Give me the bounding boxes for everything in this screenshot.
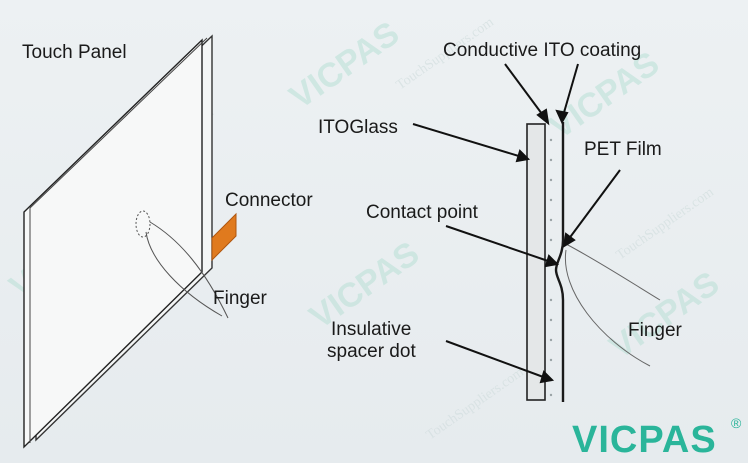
pet-film-label: PET Film (584, 139, 662, 160)
panel-front-sheet (23, 38, 203, 449)
contact-point-label: Contact point (366, 202, 479, 223)
finger-outline (145, 231, 223, 317)
ito-glass-layer (526, 123, 546, 401)
ito-glass-label: ITOGlass (318, 117, 398, 138)
touch-panel-label: Touch Panel (22, 42, 127, 63)
finger-outline (149, 221, 229, 319)
insulative-label-line2: spacer dot (327, 341, 416, 362)
pet-film-layer (554, 122, 565, 402)
finger-outline-right (564, 249, 651, 367)
brand-logo: VICPAS (572, 419, 717, 461)
watermark-url: TouchSuppliers.com (424, 365, 527, 443)
watermark-text: VICPAS (283, 14, 406, 116)
spacer-dots (549, 138, 553, 397)
touch-point (135, 210, 151, 238)
conductive-ito-label: Conductive ITO coating (443, 40, 641, 61)
finger-label-left: Finger (213, 288, 268, 309)
registered-mark: ® (731, 415, 742, 431)
watermark-url: TouchSuppliers.com (614, 185, 717, 263)
finger-label-right: Finger (628, 320, 683, 341)
leader-lines (412, 63, 621, 384)
panel-edge (29, 37, 208, 209)
connector-tab (211, 212, 237, 262)
connector-label: Connector (225, 190, 313, 211)
finger-outline-right (565, 243, 661, 301)
cross-section (526, 122, 661, 402)
watermark-text: VICPAS (603, 264, 726, 366)
touch-panel-illustration (23, 34, 237, 449)
insulative-label-line1: Insulative (331, 319, 411, 340)
